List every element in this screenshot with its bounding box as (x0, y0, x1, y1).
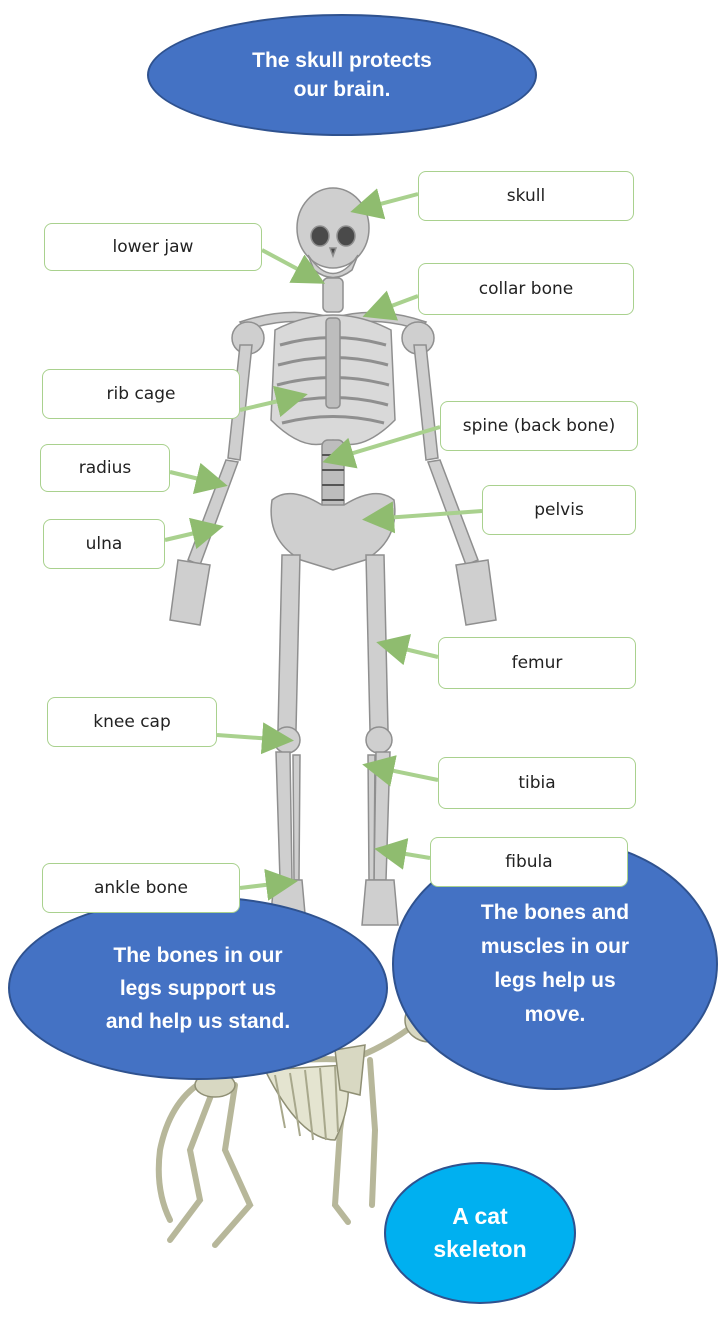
arrow-rib-cage (240, 396, 300, 410)
cat-skeleton-bubble: A cat skeleton (384, 1162, 576, 1304)
arrow-pelvis (370, 511, 482, 519)
arrow-knee-cap (217, 735, 286, 740)
leg-support-bubble: The bones in our legs support us and hel… (8, 896, 388, 1080)
label-rib-cage: rib cage (42, 369, 240, 419)
arrow-spine (330, 427, 440, 460)
label-skull: skull (418, 171, 634, 221)
arrow-skull (358, 194, 418, 210)
arrow-ankle-bone (240, 882, 290, 888)
label-ankle-bone: ankle bone (42, 863, 240, 913)
label-femur: femur (438, 637, 636, 689)
arrow-tibia (370, 766, 438, 780)
label-lower-jaw: lower jaw (44, 223, 262, 271)
label-collar-bone: collar bone (418, 263, 634, 315)
label-ulna: ulna (43, 519, 165, 569)
arrow-lower-jaw (262, 250, 318, 280)
label-radius: radius (40, 444, 170, 492)
arrow-radius (170, 472, 220, 484)
arrow-femur (384, 644, 438, 657)
arrow-fibula (382, 850, 430, 858)
skull-fact-bubble: The skull protects our brain. (147, 14, 537, 136)
label-pelvis: pelvis (482, 485, 636, 535)
label-fibula: fibula (430, 837, 628, 887)
arrow-collar-bone (370, 296, 418, 314)
label-tibia: tibia (438, 757, 636, 809)
label-spine: spine (back bone) (440, 401, 638, 451)
arrow-ulna (165, 528, 216, 540)
label-knee-cap: knee cap (47, 697, 217, 747)
